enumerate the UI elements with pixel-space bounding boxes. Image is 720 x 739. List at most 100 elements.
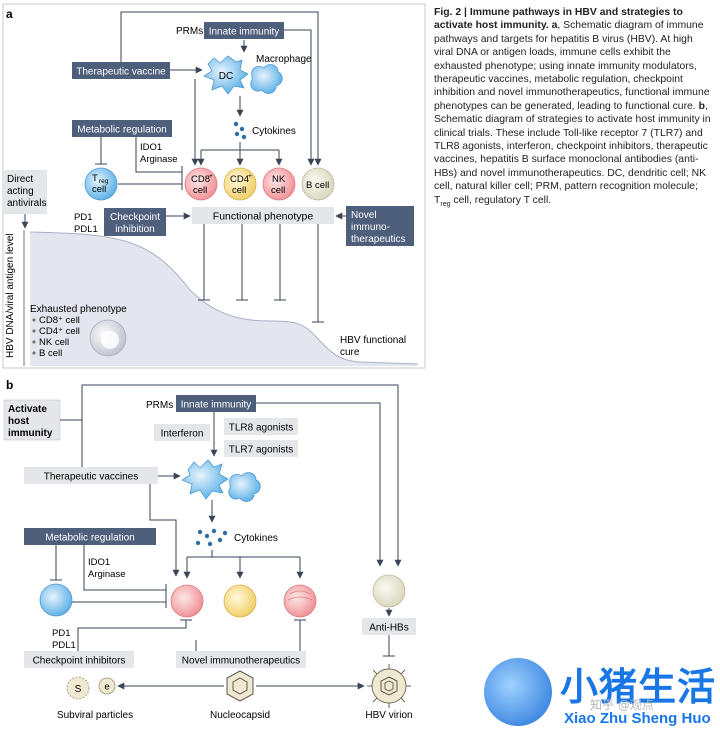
caption-body-end: cell, regulatory T cell. — [450, 194, 552, 206]
a-therapeutic-vaccine-label: Therapeutic vaccine — [76, 67, 166, 78]
a-pdl1-label: PDL1 — [74, 224, 98, 235]
b-checkpoint-inhibitors-label: Checkpoint inhibitors — [33, 656, 126, 667]
a-checkpoint-inhibition-box — [104, 208, 166, 236]
watermark-title: 小猪生活 — [560, 665, 717, 709]
activate-line1: Activate — [8, 404, 47, 415]
functional-phenotype-box — [192, 207, 334, 224]
activate-host-immunity-box — [3, 399, 61, 441]
a-cytokines-label: Cytokines — [252, 126, 296, 137]
a-novel-line1: Novel — [351, 210, 377, 221]
a-metabolic-regulation-box — [72, 120, 172, 137]
b-prms-label: PRMs — [146, 400, 173, 411]
a-cytokine-dots — [233, 121, 247, 140]
exhausted-phenotype-label: Exhausted phenotype — [30, 304, 127, 315]
panel-b-letter: b — [6, 378, 13, 392]
b-nk-cell-icon — [283, 584, 317, 618]
exhausted-item: CD4⁺ cell — [39, 326, 80, 337]
caption-a-label: a — [551, 20, 558, 32]
hbv-virion-label: HBV virion — [365, 710, 412, 721]
svg-text:T: T — [92, 173, 98, 184]
svg-text:cell: cell — [92, 184, 106, 195]
a-cd8-cell-icon: CD8 + cell — [184, 167, 218, 201]
daa-line1: Direct — [7, 174, 33, 185]
b-treg-cell-icon — [39, 583, 73, 617]
hbv-functional-cure-line2: cure — [340, 347, 360, 358]
a-innate-immunity-box — [204, 22, 284, 39]
svg-text:cell: cell — [232, 185, 246, 196]
b-b-cell-icon — [372, 574, 406, 608]
activate-line2: host — [8, 416, 30, 427]
b-cytokines-label: Cytokines — [234, 533, 278, 544]
a-checkpoint-line1: Checkpoint — [110, 212, 160, 223]
b-metabolic-regulation-label: Metabolic regulation — [45, 533, 135, 544]
watermark-subtitle: Xiao Zhu Sheng Huo — [564, 710, 711, 727]
b-therapeutic-vaccines-box — [24, 467, 158, 484]
svg-text:NK: NK — [272, 174, 286, 185]
daa-line2: acting — [7, 186, 34, 197]
pig-mascot-icon — [484, 658, 552, 726]
e-antigen-icon: e — [98, 677, 116, 695]
b-dc-cell-icon — [181, 459, 229, 500]
e-antigen-label: e — [104, 682, 109, 693]
svg-text:cell: cell — [193, 185, 207, 196]
b-arginase-label: Arginase — [88, 569, 126, 580]
functional-phenotype-label: Functional phenotype — [213, 211, 314, 223]
tlr8-box — [224, 418, 298, 435]
a-arginase-label: Arginase — [140, 154, 178, 165]
viral-level-curve-line — [29, 231, 419, 365]
interferon-label: Interferon — [161, 429, 204, 440]
a-therapeutic-vaccine-box — [72, 62, 170, 79]
a-pd1-label: PD1 — [74, 212, 92, 223]
b-ido1-label: IDO1 — [88, 557, 110, 568]
direct-acting-antivirals-box — [3, 170, 47, 214]
b-cd8-cell-icon — [170, 584, 204, 618]
a-b-cell-icon: B cell — [301, 167, 335, 201]
a-nk-cell-icon: NK cell — [262, 167, 296, 201]
anti-hbs-label: Anti-HBs — [369, 623, 408, 634]
tlr8-label: TLR8 agonists — [229, 423, 293, 434]
exhausted-item: CD8⁺ cell — [39, 315, 80, 326]
dc-label: DC — [219, 71, 233, 82]
a-innate-immunity-label: Innate immunity — [209, 27, 280, 38]
figure-caption: Fig. 2 | Immune pathways in HBV and stra… — [434, 6, 712, 211]
exhausted-item: B cell — [39, 348, 62, 359]
caption-body-a: , Schematic diagram of immune pathways a… — [434, 20, 710, 112]
panel-b-arrows — [50, 384, 402, 690]
viral-level-curve — [30, 232, 418, 366]
subviral-particles-label: Subviral particles — [57, 710, 133, 721]
tlr7-label: TLR7 agonists — [229, 445, 293, 456]
caption-title: Fig. 2 | Immune pathways in HBV and stra… — [434, 7, 683, 32]
macrophage-icon — [250, 64, 283, 94]
hbv-functional-cure-line1: HBV functional — [340, 335, 406, 346]
s-antigen-label: S — [75, 684, 82, 695]
panel-a-letter: a — [6, 7, 13, 21]
svg-text:+: + — [209, 173, 213, 180]
a-metabolic-regulation-label: Metabolic regulation — [77, 125, 167, 136]
a-novel-line3: therapeutics — [351, 234, 405, 245]
svg-text:B cell: B cell — [306, 180, 329, 191]
anti-hbs-box — [362, 618, 416, 635]
interferon-box — [154, 424, 210, 441]
svg-text:+: + — [248, 173, 252, 180]
a-checkpoint-line2: inhibition — [115, 224, 154, 235]
dc-cell-icon: DC — [203, 55, 249, 95]
exhausted-item: NK cell — [39, 337, 69, 348]
b-pd1-label: PD1 — [52, 628, 70, 639]
exhausted-cell-icon — [89, 319, 127, 357]
b-macrophage-icon — [228, 472, 261, 502]
b-pdl1-label: PDL1 — [52, 640, 76, 651]
b-innate-immunity-label: Innate immunity — [181, 400, 252, 411]
a-treg-cell-icon: T reg cell — [84, 167, 118, 201]
b-innate-immunity-box — [176, 395, 256, 412]
hbv-virion-icon — [367, 664, 411, 708]
a-prms-label: PRMs — [176, 26, 203, 37]
a-novel-line2: immuno- — [351, 222, 390, 233]
b-cytokine-dots — [195, 528, 228, 547]
watermark: 小猪生活 知乎 @观点 Xiao Zhu Sheng Huo — [480, 652, 720, 739]
caption-b-label: b — [698, 100, 705, 112]
watermark-zh: 知乎 @观点 — [590, 698, 654, 712]
tlr7-box — [224, 440, 298, 457]
exhausted-list: CD8⁺ cell CD4⁺ cell NK cell B cell — [32, 315, 80, 359]
subviral-particle-icon: S — [66, 676, 90, 700]
